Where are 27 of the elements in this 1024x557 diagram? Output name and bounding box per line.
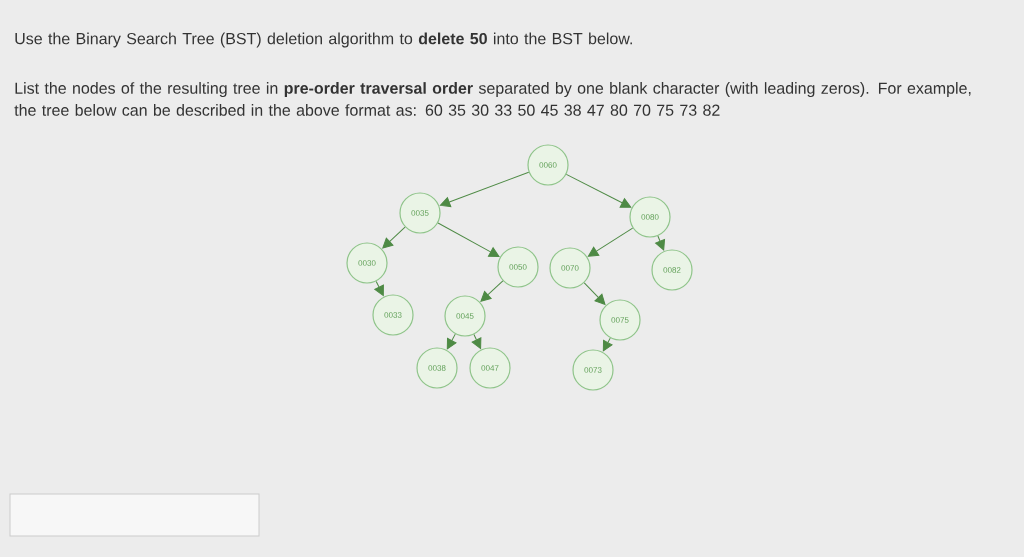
tree-node: 0050 bbox=[497, 246, 539, 288]
tree-node: 0045 bbox=[444, 295, 486, 337]
instruction-text: List the nodes of the resulting tree in pre-order traversal order separated by one blank character (with leading zeros). For example, the tree below can be described in the above format as: 60 35 30 33 50 45 38 47 80 70 75 73 82 bbox=[14, 82, 971, 116]
tree-node: 0038 bbox=[416, 347, 458, 389]
tree-node: 0030 bbox=[346, 242, 388, 284]
arrow bbox=[480, 280, 504, 302]
arrow bbox=[446, 333, 457, 350]
tree-node: 0035 bbox=[399, 192, 441, 234]
tree-node: 0075 bbox=[599, 299, 641, 341]
tree-node: 0047 bbox=[469, 347, 511, 389]
tree-node: 0082 bbox=[651, 249, 693, 291]
arrow bbox=[471, 334, 482, 349]
arrow bbox=[655, 235, 666, 251]
tree-node: 0033 bbox=[372, 294, 414, 336]
arrow bbox=[439, 171, 530, 208]
tree-node: 0080 bbox=[629, 196, 671, 238]
arrow bbox=[382, 226, 406, 249]
arrow bbox=[565, 173, 632, 208]
tree-node: 0070 bbox=[549, 247, 591, 289]
arrow bbox=[587, 227, 634, 257]
arrow bbox=[583, 282, 606, 305]
tree-node: 0073 bbox=[572, 349, 614, 391]
arrow bbox=[437, 222, 500, 257]
tree-node: 0060 bbox=[527, 144, 569, 186]
arrow bbox=[374, 280, 384, 297]
arrow bbox=[602, 337, 613, 352]
instruction-text: Use the Binary Search Tree (BST) deletion algorithm to delete 50 into the BST below. bbox=[15, 32, 632, 48]
